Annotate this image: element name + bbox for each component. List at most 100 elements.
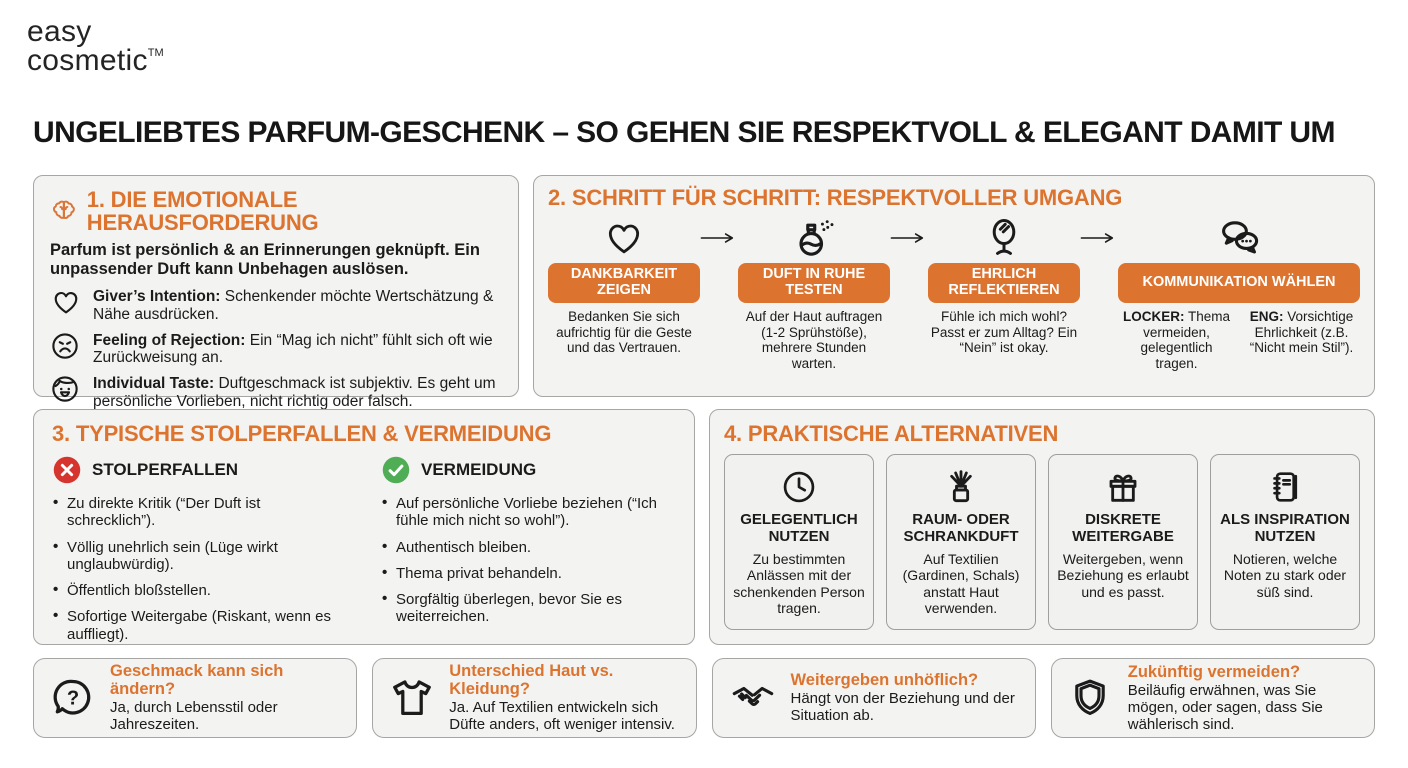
pitfalls-heading: STOLPERFALLEN bbox=[52, 455, 347, 485]
heart-icon bbox=[50, 287, 82, 322]
shield-icon bbox=[1068, 675, 1114, 721]
card-inspiration: ALS INSPIRATION NUTZEN Notieren, welche … bbox=[1210, 454, 1360, 631]
section1-title: 1. DIE EMOTIONALE HERAUSFORDERUNG bbox=[86, 187, 319, 236]
section-alternatives: 4. PRAKTISCHE ALTERNATIVEN GELEGENTLICH … bbox=[709, 409, 1375, 645]
brain-icon bbox=[52, 200, 75, 220]
alternatives-cards: GELEGENTLICH NUTZEN Zu bestimmten Anläss… bbox=[724, 454, 1360, 631]
faq-question: Zukünftig vermeiden? bbox=[1127, 662, 1301, 681]
avoidance-column: VERMEIDUNG Auf persönliche Vorliebe bezi… bbox=[381, 455, 676, 652]
mirror-icon bbox=[983, 213, 1025, 263]
card-title: RAUM- ODER SCHRANKDUFT bbox=[903, 511, 1019, 545]
x-circle-icon bbox=[53, 456, 81, 484]
card-text: Weitergeben, wenn Beziehung es erlaubt u… bbox=[1057, 551, 1189, 600]
brand-logo: easy cosmeticTM bbox=[27, 15, 164, 77]
perfume-spray-icon bbox=[792, 213, 836, 263]
list-item: Sorgfältig überlegen, bevor Sie es weite… bbox=[381, 590, 676, 626]
row-middle: 3. TYPISCHE STOLPERFALLEN & VERMEIDUNG S… bbox=[33, 409, 1375, 645]
section1-intro: Parfum ist persönlich & an Erinnerungen … bbox=[50, 241, 480, 278]
faq-answer: Ja. Auf Textilien entwickeln sich Düfte … bbox=[449, 699, 675, 734]
happy-face-icon bbox=[50, 374, 82, 409]
faq-answer: Ja, durch Lebensstil oder Jahreszeiten. bbox=[110, 699, 278, 734]
section-step-by-step: 2. SCHRITT FÜR SCHRITT: RESPEKTVOLLER UM… bbox=[533, 175, 1375, 397]
step-label: KOMMUNIKATION WÄHLEN bbox=[1118, 263, 1360, 304]
avoidance-heading: VERMEIDUNG bbox=[381, 455, 676, 485]
faq-question: Weitergeben unhöflich? bbox=[790, 670, 979, 689]
section2-title: 2. SCHRITT FÜR SCHRITT: RESPEKTVOLLER UM… bbox=[548, 185, 1123, 210]
challenge-item-text: Giver’s Intention: Schenkender möchte We… bbox=[93, 288, 494, 324]
option-eng: ENG: Vorsichtige Ehrlichkeit (z.B. “Nich… bbox=[1249, 309, 1354, 356]
list-item: Authentisch bleiben. bbox=[381, 538, 676, 556]
faq-answer: Beiläufig erwähnen, was Sie mögen, oder … bbox=[1127, 681, 1323, 733]
list-item: Sofortige Weitergabe (Riskant, wenn es a… bbox=[52, 607, 347, 643]
section4-title: 4. PRAKTISCHE ALTERNATIVEN bbox=[724, 421, 1059, 446]
card-text: Zu bestimmten Anlässen mit der schenkend… bbox=[733, 551, 865, 617]
card-text: Auf Textilien (Gardinen, Schals) anstatt… bbox=[902, 551, 1020, 617]
step-description: Bedanken Sie sich aufrichtig für die Ges… bbox=[556, 309, 692, 356]
list-item: Völlig unehrlich sein (Lüge wirkt unglau… bbox=[52, 538, 347, 574]
row-top: 1. DIE EMOTIONALE HERAUSFORDERUNG Parfum… bbox=[33, 175, 1375, 410]
card-title: GELEGENTLICH NUTZEN bbox=[740, 511, 858, 545]
step-reflect: EHRLICH REFLEKTIEREN Fühle ich mich wohl… bbox=[928, 213, 1080, 372]
page-title: UNGELIEBTES PARFUM-GESCHENK – SO GEHEN S… bbox=[33, 116, 1335, 149]
card-title: DISKRETE WEITERGABE bbox=[1072, 511, 1174, 545]
faq-avoid-future: Zukünftig vermeiden? Beiläufig erwähnen,… bbox=[1050, 658, 1375, 738]
faq-question: Geschmack kann sich ändern? bbox=[110, 661, 284, 699]
heart-icon bbox=[603, 213, 645, 263]
faq-skin-vs-clothing: Unterschied Haut vs. Kleidung? Ja. Auf T… bbox=[372, 658, 697, 738]
communication-options: LOCKER: Thema vermeiden, gelegentlich tr… bbox=[1118, 309, 1360, 372]
challenge-item-text: Individual Taste: Duftgeschmack ist subj… bbox=[93, 375, 496, 410]
gift-icon bbox=[1103, 465, 1143, 509]
step-description: Fühle ich mich wohl? Passt er zum Alltag… bbox=[930, 309, 1078, 356]
step-communication: KOMMUNIKATION WÄHLEN LOCKER: Thema verme… bbox=[1118, 213, 1360, 372]
card-title: ALS INSPIRATION NUTZEN bbox=[1220, 511, 1350, 545]
section1-header: 1. DIE EMOTIONALE HERAUSFORDERUNG bbox=[50, 188, 502, 234]
section2-header: 2. SCHRITT FÜR SCHRITT: RESPEKTVOLLER UM… bbox=[548, 186, 1360, 209]
notebook-icon bbox=[1266, 465, 1304, 509]
step-label: DUFT IN RUHE TESTEN bbox=[738, 263, 890, 304]
step-label: DANKBARKEIT ZEIGEN bbox=[548, 263, 700, 304]
list-item: Feeling of Rejection: Ein “Mag ich nicht… bbox=[50, 331, 502, 367]
list-item: Thema privat behandeln. bbox=[381, 564, 676, 582]
section4-header: 4. PRAKTISCHE ALTERNATIVEN bbox=[724, 422, 1360, 445]
handshake-icon bbox=[729, 676, 777, 720]
list-item: Zu direkte Kritik (“Der Duft ist schreck… bbox=[52, 494, 347, 530]
list-item: Giver’s Intention: Schenkender möchte We… bbox=[50, 287, 502, 323]
section-pitfalls-avoidance: 3. TYPISCHE STOLPERFALLEN & VERMEIDUNG S… bbox=[33, 409, 695, 645]
angry-face-icon bbox=[50, 331, 82, 366]
list-item: Auf persönliche Vorliebe beziehen (“Ich … bbox=[381, 494, 676, 530]
faq-row: ? Geschmack kann sich ändern? Ja, durch … bbox=[33, 658, 1375, 738]
brand-line1: easy bbox=[27, 15, 92, 48]
faq-regift-rude: Weitergeben unhöflich? Hängt von der Bez… bbox=[711, 658, 1036, 738]
pitfalls-list: Zu direkte Kritik (“Der Duft ist schreck… bbox=[52, 494, 347, 643]
tshirt-icon bbox=[389, 675, 435, 721]
card-occasional-use: GELEGENTLICH NUTZEN Zu bestimmten Anläss… bbox=[724, 454, 874, 631]
arrow-right-icon bbox=[1080, 231, 1118, 372]
trademark-symbol: TM bbox=[147, 46, 164, 59]
svg-text:?: ? bbox=[67, 688, 79, 710]
step-gratitude: DANKBARKEIT ZEIGEN Bedanken Sie sich auf… bbox=[548, 213, 700, 372]
arrow-right-icon bbox=[890, 231, 928, 372]
arrow-right-icon bbox=[700, 231, 738, 372]
question-bubble-icon: ? bbox=[50, 675, 96, 721]
step-description: Auf der Haut auftragen (1-2 Sprühstöße),… bbox=[745, 309, 883, 372]
card-room-scent: RAUM- ODER SCHRANKDUFT Auf Textilien (Ga… bbox=[886, 454, 1036, 631]
card-discreet-regift: DISKRETE WEITERGABE Weitergeben, wenn Be… bbox=[1048, 454, 1198, 631]
challenge-item-text: Feeling of Rejection: Ein “Mag ich nicht… bbox=[93, 331, 493, 367]
option-locker: LOCKER: Thema vermeiden, gelegentlich tr… bbox=[1122, 309, 1231, 372]
diffuser-icon bbox=[941, 465, 981, 509]
check-circle-icon bbox=[382, 456, 410, 484]
pitfalls-column: STOLPERFALLEN Zu direkte Kritik (“Der Du… bbox=[52, 455, 347, 652]
avoidance-list: Auf persönliche Vorliebe beziehen (“Ich … bbox=[381, 494, 676, 626]
step-label: EHRLICH REFLEKTIEREN bbox=[928, 263, 1080, 304]
clock-icon bbox=[780, 465, 818, 509]
list-item: Individual Taste: Duftgeschmack ist subj… bbox=[50, 374, 502, 410]
faq-answer: Hängt von der Beziehung und der Situatio… bbox=[790, 690, 1015, 725]
brand-line2: cosmeticTM bbox=[27, 43, 164, 77]
faq-question: Unterschied Haut vs. Kleidung? bbox=[449, 661, 614, 699]
steps-flow: DANKBARKEIT ZEIGEN Bedanken Sie sich auf… bbox=[548, 213, 1360, 372]
section-emotional-challenge: 1. DIE EMOTIONALE HERAUSFORDERUNG Parfum… bbox=[33, 175, 519, 410]
list-item: Öffentlich bloßstellen. bbox=[52, 581, 347, 599]
faq-taste-change: ? Geschmack kann sich ändern? Ja, durch … bbox=[33, 658, 358, 738]
card-text: Notieren, welche Noten zu stark oder süß… bbox=[1223, 551, 1347, 600]
